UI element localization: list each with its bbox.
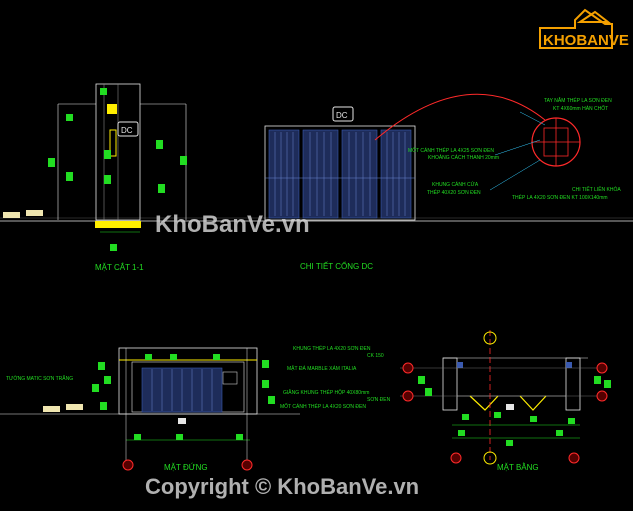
note-handle-size: KT 4X60mm HÀN CHỐT xyxy=(553,105,608,112)
gate-detail-view: DC CHI TIẾT CỔNG DC TAY NẮM THÉP LA SƠN … xyxy=(264,93,621,271)
plan-view: MẶT BẰNG xyxy=(400,330,611,472)
note-lock-steel: THÉP LA 4X20 SƠN ĐEN KT 100X140mm xyxy=(512,194,608,201)
note-elev-frame: KHUNG THÉP LA 4X20 SƠN ĐEN xyxy=(293,345,371,352)
plan-title: MẶT BẰNG xyxy=(497,463,539,472)
elevation-title: MẶT ĐỨNG xyxy=(164,463,208,472)
note-handle: TAY NẮM THÉP LA SƠN ĐEN xyxy=(544,96,612,104)
note-spacing: KHOẢNG CÁCH THANH 20mm xyxy=(428,154,499,161)
note-leaf: MỐT CÁNH THÉP LA 4X25 SƠN ĐEN xyxy=(408,147,494,154)
note-lock: CHI TIẾT LIÊN KHÓA xyxy=(572,185,621,193)
note-elev-ck: CK 150 xyxy=(367,353,384,359)
logo-text: KHOBANVE xyxy=(543,32,629,49)
section-dc-tag: DC xyxy=(121,126,133,135)
elevation-view: MẶT ĐỨNG KHUNG THÉP LA 4X20 SƠN ĐEN CK 1… xyxy=(0,345,391,472)
gate-detail-title: CHI TIẾT CỔNG DC xyxy=(300,261,373,271)
note-elev-leaf: MỐT CÁNH THÉP LA 4X20 SƠN ĐEN xyxy=(280,403,366,410)
note-frame: KHUNG CÁNH CỬA xyxy=(432,181,479,188)
note-elev-paint: SƠN ĐEN xyxy=(367,397,391,403)
watermark-center: KhoBanVe.vn xyxy=(155,211,310,238)
section-title: MẶT CẮT 1-1 xyxy=(95,263,144,272)
gate-dc-tag: DC xyxy=(336,111,348,120)
section-view: DC MẶT CẮT 1-1 xyxy=(3,83,187,272)
note-frame-steel: THÉP 40X20 SƠN ĐEN xyxy=(427,189,481,196)
copyright-watermark: Copyright © KhoBanVe.vn xyxy=(145,474,419,499)
note-elev-wall: TƯỜNG MATIC SƠN TRẮNG xyxy=(6,374,73,382)
note-elev-brace: GIẰNG KHUNG THÉP HỘP 40X80mm xyxy=(283,388,369,396)
logo: KHOBANVE xyxy=(539,8,629,49)
note-elev-marble: MẶT ĐÁ MARBLE XÁM ITALIA xyxy=(287,365,357,372)
